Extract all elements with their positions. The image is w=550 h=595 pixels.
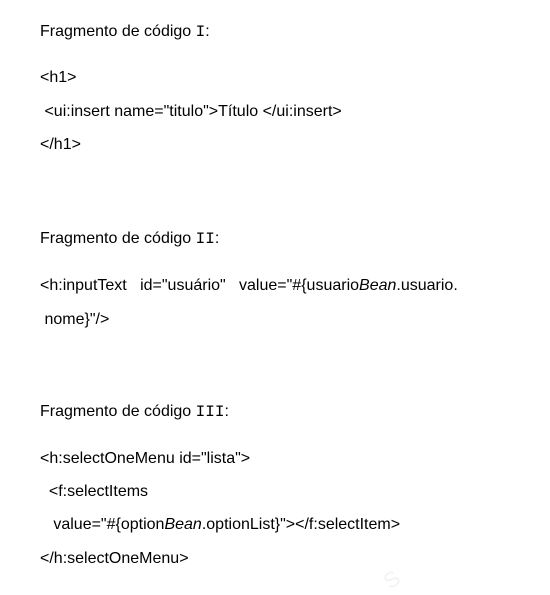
fragment-1-heading-text: Fragmento de código: [40, 23, 196, 40]
fragment-1-code-line-1: <h1>: [40, 69, 77, 86]
fragment-2-heading-text: Fragmento de código: [40, 230, 196, 247]
fragment-3-code-line-4: </h:selectOneMenu>: [40, 550, 189, 567]
fragment-1-heading: Fragmento de código I:: [40, 22, 210, 42]
fragment-2-heading: Fragmento de código II:: [40, 229, 219, 249]
fragment-2-roman-numeral: II: [195, 230, 215, 248]
fragment-3-heading-text: Fragmento de código: [40, 403, 196, 420]
watermark-mark: S: [378, 565, 405, 595]
fragment-1-heading-colon: :: [205, 23, 210, 40]
fragment-3-roman-numeral: III: [195, 403, 225, 421]
fragment-3-heading: Fragmento de código III:: [40, 402, 229, 422]
fragment-3-heading-colon: :: [224, 403, 229, 420]
fragment-3-code-line-3-italic: Bean: [164, 516, 202, 533]
fragment-2-code-line-1-end: .usuario.: [396, 277, 458, 294]
fragment-3-code-line-3-end: .optionList}"></f:selectItem>: [201, 516, 401, 533]
fragment-1-code-line-2: <ui:insert name="titulo">Título </ui:ins…: [40, 103, 342, 120]
fragment-1-roman-numeral: I: [195, 23, 206, 41]
fragment-3-code-line-2: <f:selectItems: [40, 483, 149, 500]
fragment-2-code-line-1: <h:inputText id="usuário" value="#{usuar…: [40, 276, 458, 296]
fragment-3-code-line-3: value="#{optionBean.optionList}"></f:sel…: [40, 515, 400, 535]
fragment-1-code-line-3: </h1>: [40, 136, 81, 153]
fragment-3-code-line-1: <h:selectOneMenu id="lista">: [40, 450, 251, 467]
fragment-3-code-line-3-start: value="#{option: [40, 516, 165, 533]
fragment-2-code-line-2: nome}"/>: [40, 311, 110, 328]
fragment-2-heading-colon: :: [214, 230, 220, 247]
fragment-2-code-line-1-start: <h:inputText id="usuário" value="#{usuar…: [40, 277, 360, 294]
fragment-2-code-line-1-italic: Bean: [359, 277, 397, 294]
